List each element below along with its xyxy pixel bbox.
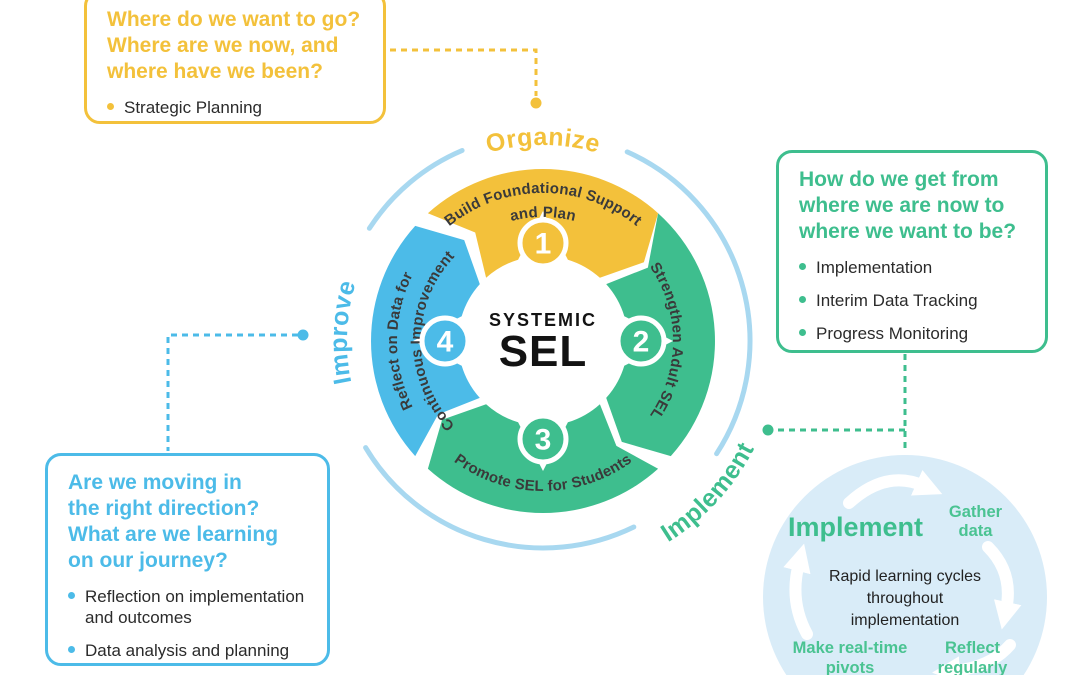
outer-ring-arc-right bbox=[624, 149, 753, 457]
implement-bullet-1: Implementation bbox=[816, 258, 933, 277]
implement-cycle-bubble bbox=[763, 455, 1047, 675]
cycle-arrow-bottom-icon bbox=[932, 639, 1016, 675]
bullet-dot-icon bbox=[68, 646, 75, 653]
organize-bullet-1: Strategic Planning bbox=[124, 98, 262, 117]
bubble-title: Implement bbox=[788, 512, 924, 542]
wheel-center-label-big: SEL bbox=[498, 327, 588, 376]
step-badge-3: 3 bbox=[517, 413, 569, 465]
list-item: Implementation bbox=[799, 257, 1025, 278]
bullet-dot-icon bbox=[799, 263, 806, 270]
cycle-arrow-right-icon bbox=[982, 541, 1022, 630]
connector-improve-dot bbox=[297, 329, 309, 341]
bubble-step-gather-data: Gather data bbox=[948, 503, 1003, 540]
organize-callout: Where do we want to go? Where are we now… bbox=[84, 0, 386, 124]
step-badge-1: 1 bbox=[517, 217, 569, 269]
bullet-dot-icon bbox=[799, 329, 806, 336]
phase-label-improve: Improve bbox=[325, 277, 362, 387]
step-badge-4: 4 bbox=[419, 315, 471, 367]
outer-ring-arc-bottom bbox=[363, 445, 637, 551]
cycle-arrow-top-icon bbox=[843, 469, 943, 509]
wheel-segment-student-sel bbox=[427, 404, 659, 513]
implement-bullet-2: Interim Data Tracking bbox=[816, 291, 978, 310]
list-item: Progress Monitoring bbox=[799, 323, 1025, 344]
segment-1-label-line2: and Plan bbox=[508, 204, 577, 225]
step-badge-2: 2 bbox=[615, 315, 667, 367]
wheel-center-label: SYSTEMIC SEL bbox=[453, 309, 633, 376]
wheel-segment-organize bbox=[427, 169, 659, 278]
bullet-dot-icon bbox=[68, 592, 75, 599]
bubble-step-make-pivots: Make real-time pivots bbox=[792, 639, 908, 675]
wheel-segment-reflect bbox=[371, 225, 480, 457]
step-number-2: 2 bbox=[633, 326, 650, 359]
list-item: Data analysis and planning bbox=[68, 640, 307, 661]
improve-bullet-2: Data analysis and planning bbox=[85, 641, 290, 660]
phase-label-organize: Organize bbox=[483, 123, 603, 159]
outer-ring-arc-top-left bbox=[366, 148, 465, 231]
improve-callout: Are we moving in the right direction? Wh… bbox=[45, 453, 330, 666]
bullet-dot-icon bbox=[799, 296, 806, 303]
connector-implement bbox=[773, 354, 907, 450]
step-number-3: 3 bbox=[535, 424, 552, 457]
cycle-arrows bbox=[783, 469, 1022, 675]
implement-bullet-3: Progress Monitoring bbox=[816, 324, 969, 343]
improve-bullet-1: Reflection on implementation and outcome… bbox=[85, 587, 305, 627]
bubble-center-text: Rapid learning cycles throughout impleme… bbox=[828, 568, 982, 629]
connector-organize bbox=[390, 48, 538, 96]
wheel-center-label-small: SYSTEMIC bbox=[488, 310, 597, 330]
bubble-step-reflect: Reflect regularly bbox=[937, 639, 1008, 675]
outer-ring bbox=[363, 148, 753, 551]
list-item: Reflection on implementation and outcome… bbox=[68, 586, 307, 628]
step-number-1: 1 bbox=[535, 228, 552, 261]
implement-callout-title: How do we get from where we are now to w… bbox=[799, 168, 1017, 243]
improve-callout-title: Are we moving in the right direction? Wh… bbox=[68, 471, 279, 572]
connector-improve bbox=[166, 333, 298, 451]
list-item: Interim Data Tracking bbox=[799, 290, 1025, 311]
cycle-arrow-left-icon bbox=[783, 543, 813, 640]
bullet-dot-icon bbox=[107, 103, 114, 110]
implement-callout: How do we get from where we are now to w… bbox=[776, 150, 1048, 353]
step-number-4: 4 bbox=[437, 326, 454, 359]
connector-organize-dot bbox=[530, 97, 542, 109]
list-item: Strategic Planning bbox=[107, 97, 363, 118]
organize-callout-title: Where do we want to go? Where are we now… bbox=[107, 8, 361, 83]
connector-implement-dot bbox=[762, 424, 774, 436]
